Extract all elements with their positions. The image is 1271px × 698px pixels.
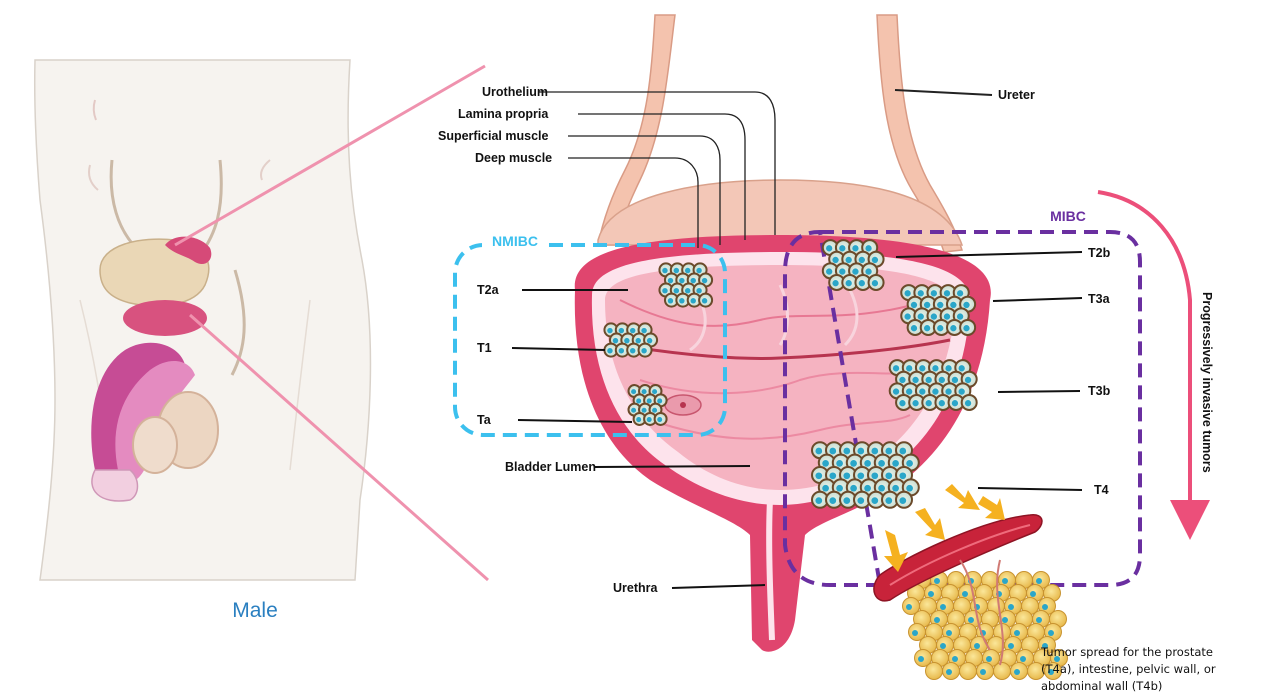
progression-label: Progressively invasive tumors xyxy=(1200,292,1214,473)
male-anatomy-illustration: Male xyxy=(35,60,371,622)
layer-label-lamina-propria: Lamina propria xyxy=(458,107,549,121)
ureter-label: Ureter xyxy=(998,88,1035,102)
bladder-lumen-label: Bladder Lumen xyxy=(505,460,596,474)
stage-label-t2b: T2b xyxy=(1088,246,1111,260)
tumor-cluster-t2b xyxy=(823,240,884,290)
spread-note-line-2: (T4a), intestine, pelvic wall, or xyxy=(1041,662,1216,676)
layer-label-superficial-muscle: Superficial muscle xyxy=(438,129,549,143)
layer-label-deep-muscle: Deep muscle xyxy=(475,151,552,165)
urethra-channel xyxy=(769,500,772,640)
male-label: Male xyxy=(232,599,278,622)
tumor-cluster-t1 xyxy=(604,323,657,356)
stage-label-t2a: T2a xyxy=(477,283,500,297)
stage-label-t3a: T3a xyxy=(1088,292,1111,306)
layer-label-urothelium: Urothelium xyxy=(482,85,548,99)
spread-note-line-3: abdominal wall (T4b) xyxy=(1041,679,1162,693)
spread-note-line-1: Tumor spread for the prostate xyxy=(1040,645,1213,659)
stage-label-t4: T4 xyxy=(1094,483,1109,497)
progression-arrow xyxy=(1098,192,1190,520)
distant-spread-tissue xyxy=(874,515,1068,680)
tumor-cluster-t4 xyxy=(812,442,919,508)
tumor-cluster-t2a xyxy=(659,263,712,306)
urethra-label: Urethra xyxy=(613,581,659,595)
tumor-cluster-ta xyxy=(629,385,667,425)
stage-label-t1: T1 xyxy=(477,341,492,355)
stage-label-ta: Ta xyxy=(477,413,492,427)
tumor-cluster-t3b xyxy=(890,360,977,410)
ureter-leader xyxy=(895,90,992,95)
nmibc-label: NMIBC xyxy=(492,233,538,249)
tumor-cluster-t3a xyxy=(901,285,975,335)
stage-label-t3b: T3b xyxy=(1088,384,1111,398)
mibc-label: MIBC xyxy=(1050,208,1086,224)
